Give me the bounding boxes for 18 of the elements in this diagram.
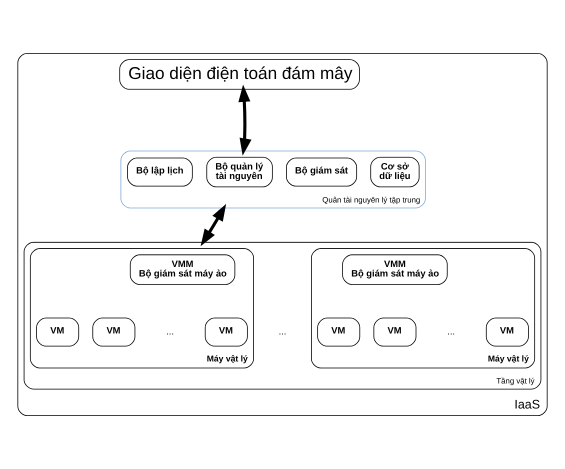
node-box: VMM Bộ giám sát máy ảo — [342, 254, 448, 285]
arrow — [238, 84, 252, 156]
node-box: Bộ giám sát — [286, 158, 358, 186]
label: ... — [278, 326, 286, 337]
node-box: VM — [486, 318, 529, 347]
node-box: Bộ quản lý tài nguyên — [206, 156, 273, 188]
node-box: VMM Bộ giám sát máy ảo — [130, 254, 236, 285]
label: ... — [447, 326, 456, 337]
label: ... — [166, 326, 174, 337]
node-box: Cơ sở dữ liệu — [370, 156, 420, 188]
node-box: VM — [204, 318, 248, 347]
node-box: VM — [92, 318, 136, 347]
node-box: Bộ lập lịch — [127, 158, 193, 186]
node-box: VM — [373, 318, 416, 347]
node-box: VM — [36, 318, 80, 347]
node-box: Giao diện điện toán đám mây — [119, 59, 360, 90]
arrow — [200, 204, 226, 246]
node-box: VM — [317, 318, 360, 347]
